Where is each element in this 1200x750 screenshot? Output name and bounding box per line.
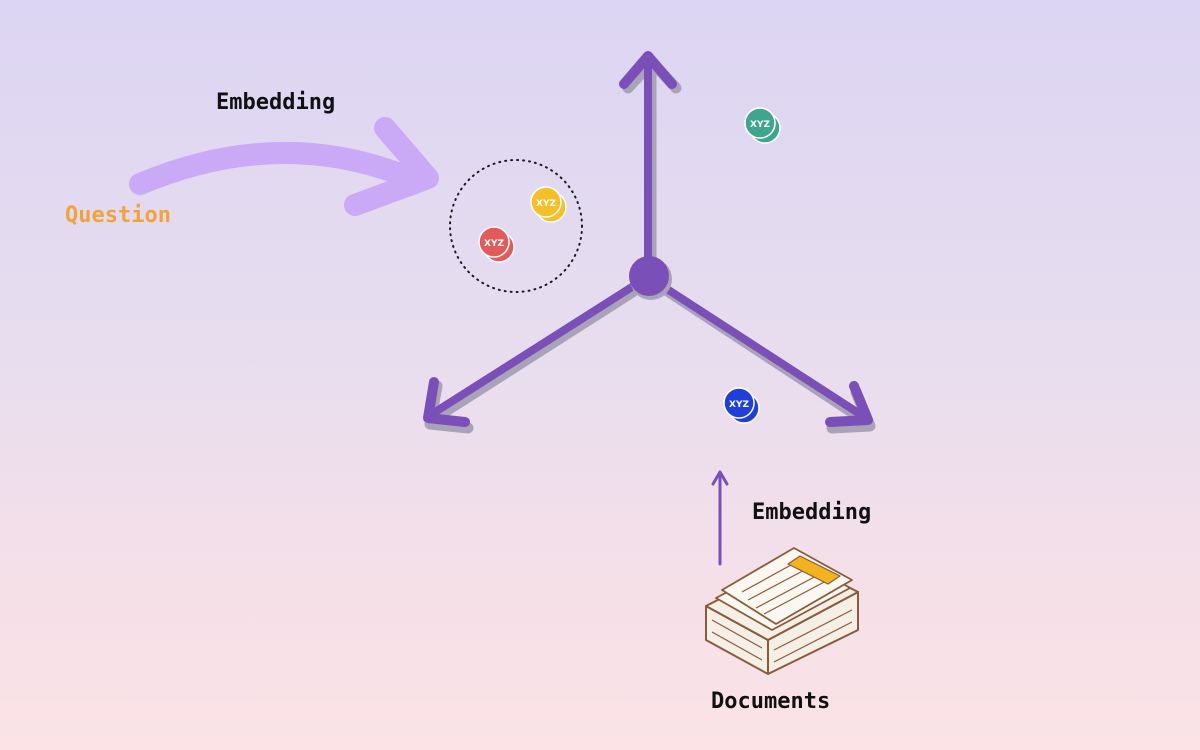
bubble-text: XYZ xyxy=(729,400,749,410)
curved-arrow-icon xyxy=(129,117,439,216)
bubble-text: XYZ xyxy=(750,120,770,130)
bubble-text: XYZ xyxy=(536,199,556,209)
chat-bubble-icon: XYZ xyxy=(723,387,760,424)
embedding-label-query: Embedding xyxy=(216,90,336,115)
documents-arrow-icon xyxy=(711,470,729,566)
chat-bubble-icon: XYZ xyxy=(530,186,567,223)
axis-right-icon xyxy=(646,274,876,434)
chat-bubble-icon: XYZ xyxy=(478,226,515,263)
origin-point-icon xyxy=(629,256,672,300)
chat-bubble-icon: XYZ xyxy=(744,107,781,144)
axis-left-icon xyxy=(423,274,655,434)
bubble-text: XYZ xyxy=(484,239,504,249)
embedding-label-documents: Embedding xyxy=(752,500,872,525)
similarity-circle-icon xyxy=(449,159,583,293)
axis-up-icon xyxy=(619,51,682,277)
question-label: Question xyxy=(65,203,171,228)
documents-stack-icon xyxy=(705,547,859,675)
documents-label: Documents xyxy=(711,689,831,714)
